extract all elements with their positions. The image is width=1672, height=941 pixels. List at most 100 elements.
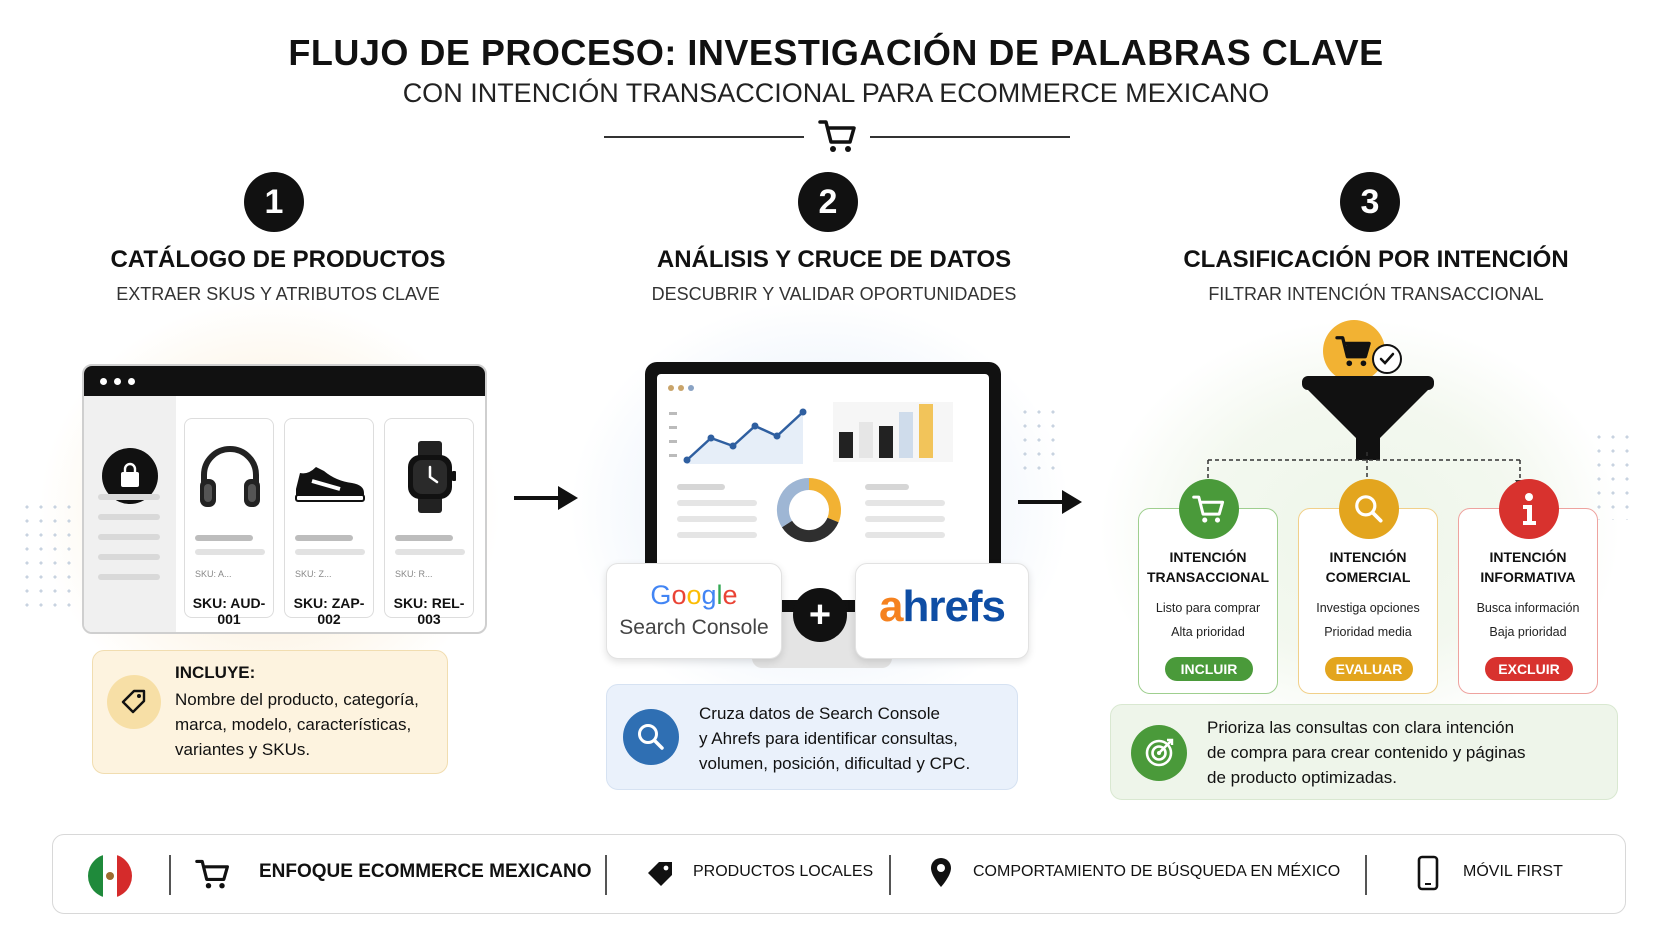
window-dot (114, 378, 121, 385)
flow-arrow (514, 496, 564, 500)
step-subtitle-3: FILTRAR INTENCIÓN TRANSACCIONAL (1208, 284, 1544, 304)
search-console-text: Search Console (619, 616, 769, 639)
dot-pattern (1592, 430, 1632, 520)
sidebar-placeholder (98, 494, 160, 500)
watch-icon (408, 441, 456, 513)
product-placeholder (395, 535, 453, 541)
footer-local-products: PRODUCTOS LOCALES (693, 863, 874, 880)
intent-title-line: INTENCIÓN (1169, 549, 1247, 565)
dot-pattern (1018, 405, 1062, 475)
sidebar-placeholder (98, 534, 160, 540)
sidebar-placeholder (98, 514, 160, 520)
intent-title: INTENCIÓN INFORMATIVA (1459, 547, 1597, 587)
footer-separator (1365, 855, 1367, 895)
search-icon (1339, 479, 1399, 539)
step-title-3: CLASIFICACIÓN POR INTENCIÓN (1183, 246, 1569, 273)
product-sku: SKU: REL-003 (393, 595, 465, 627)
includes-box: INCLUYE: Nombre del producto, categoría,… (92, 650, 448, 774)
product-placeholder (295, 549, 365, 555)
intent-title: INTENCIÓN COMERCIAL (1299, 547, 1437, 587)
priority-line: Prioriza las consultas con clara intenci… (1207, 718, 1515, 737)
footer-focus: ENFOQUE ECOMMERCE MEXICANO (259, 861, 592, 882)
monitor-base (752, 652, 892, 668)
product-card[interactable]: SKU: A... SKU: AUD-001 (184, 418, 274, 627)
header-divider (870, 136, 1070, 138)
exclude-button[interactable]: EXCLUIR (1485, 657, 1573, 681)
includes-line: Nombre del producto, categoría, (175, 690, 419, 709)
priority-info-box: Prioriza las consultas con clara intenci… (1110, 704, 1618, 800)
footer-search-behavior: COMPORTAMIENTO DE BÚSQUEDA EN MÉXICO (973, 863, 1341, 880)
step-subtitle-1: EXTRAER SKUS Y ATRIBUTOS CLAVE (116, 284, 440, 304)
ahrefs-text: ahrefs (878, 582, 1006, 631)
window-titlebar (84, 366, 485, 396)
check-badge-icon (1372, 344, 1402, 374)
google-search-console-logo: Google Search Console (606, 563, 782, 659)
cart-icon (1179, 479, 1239, 539)
product-sku-small: SKU: A... (195, 569, 232, 579)
intent-card-commercial[interactable]: INTENCIÓN COMERCIAL Investiga opciones Pr… (1298, 479, 1438, 694)
cart-icon (195, 859, 229, 889)
flow-arrow (1018, 500, 1068, 504)
window-dot (128, 378, 135, 385)
intent-card-transactional[interactable]: INTENCIÓN TRANSACCIONAL Listo para compra… (1138, 479, 1278, 694)
window-dot (100, 378, 107, 385)
product-card[interactable]: SKU: Z... SKU: ZAP-002 (284, 418, 374, 627)
product-placeholder (295, 535, 353, 541)
ahrefs-logo: ahrefs (855, 563, 1029, 659)
product-sku: SKU: ZAP-002 (293, 595, 365, 627)
arrow-head (1062, 490, 1082, 514)
intent-priority: Prioridad media (1324, 625, 1412, 639)
page-subtitle: CON INTENCIÓN TRANSACCIONAL PARA ECOMMER… (402, 78, 1270, 108)
catalog-sidebar (84, 396, 176, 632)
intent-description: Investiga opciones (1316, 601, 1420, 615)
dot-pattern (20, 500, 80, 610)
arrow-head (558, 486, 578, 510)
product-placeholder (195, 535, 253, 541)
catalog-window: SKU: A... SKU: AUD-001 SKU: Z... SKU: ZA… (82, 364, 487, 634)
includes-label: INCLUYE: (175, 663, 256, 682)
step-title-1: CATÁLOGO DE PRODUCTOS (110, 246, 446, 273)
product-card[interactable]: SKU: R... SKU: REL-003 (384, 418, 474, 627)
footer-separator (169, 855, 171, 895)
evaluate-button[interactable]: EVALUAR (1325, 657, 1413, 681)
footer-separator (889, 855, 891, 895)
dashboard-graphics (668, 385, 953, 543)
include-button[interactable]: INCLUIR (1165, 657, 1253, 681)
mobile-phone-icon (1417, 855, 1439, 891)
priority-line: de compra para crear contenido y páginas (1207, 743, 1526, 762)
intent-title-line: INFORMATIVA (1480, 569, 1576, 585)
intent-title-line: TRANSACCIONAL (1146, 569, 1270, 585)
intent-title-line: INTENCIÓN (1329, 549, 1407, 565)
page-title: FLUJO DE PROCESO: INVESTIGACIÓN DE PALAB… (288, 32, 1384, 73)
step-subtitle-2: DESCUBRIR Y VALIDAR OPORTUNIDADES (651, 284, 1017, 304)
intent-title-line: COMERCIAL (1325, 569, 1411, 585)
funnel-icon (1302, 376, 1434, 460)
analysis-line: volumen, posición, dificultad y CPC. (699, 754, 971, 773)
ahrefs-wordmark: ahrefs (856, 582, 1028, 632)
target-icon (1131, 725, 1187, 781)
intent-title-line: INTENCIÓN (1489, 549, 1567, 565)
product-sku-small: SKU: Z... (295, 569, 332, 579)
step-number-2: 2 (798, 172, 858, 232)
step-number-1: 1 (244, 172, 304, 232)
analysis-info-box: Cruza datos de Search Console y Ahrefs p… (606, 684, 1018, 790)
intent-description: Listo para comprar (1155, 601, 1261, 615)
product-sku-small: SKU: R... (395, 569, 433, 579)
dashboard-screen (657, 374, 989, 600)
priority-line: de producto optimizadas. (1207, 768, 1397, 787)
tag-icon (107, 675, 161, 729)
monitor (645, 362, 1001, 612)
footer-separator (605, 855, 607, 895)
intent-description: Busca información (1476, 601, 1580, 615)
step-number-3: 3 (1340, 172, 1400, 232)
google-text: Google (650, 580, 738, 610)
footer-bar: ENFOQUE ECOMMERCE MEXICANO PRODUCTOS LOC… (52, 834, 1626, 914)
tag-icon (648, 862, 672, 886)
product-sku: SKU: AUD-001 (192, 595, 266, 627)
mexico-flag-icon (88, 854, 132, 898)
analysis-line: Cruza datos de Search Console (699, 704, 940, 723)
header-divider (604, 136, 804, 138)
cart-icon (818, 120, 856, 152)
product-placeholder (395, 549, 465, 555)
